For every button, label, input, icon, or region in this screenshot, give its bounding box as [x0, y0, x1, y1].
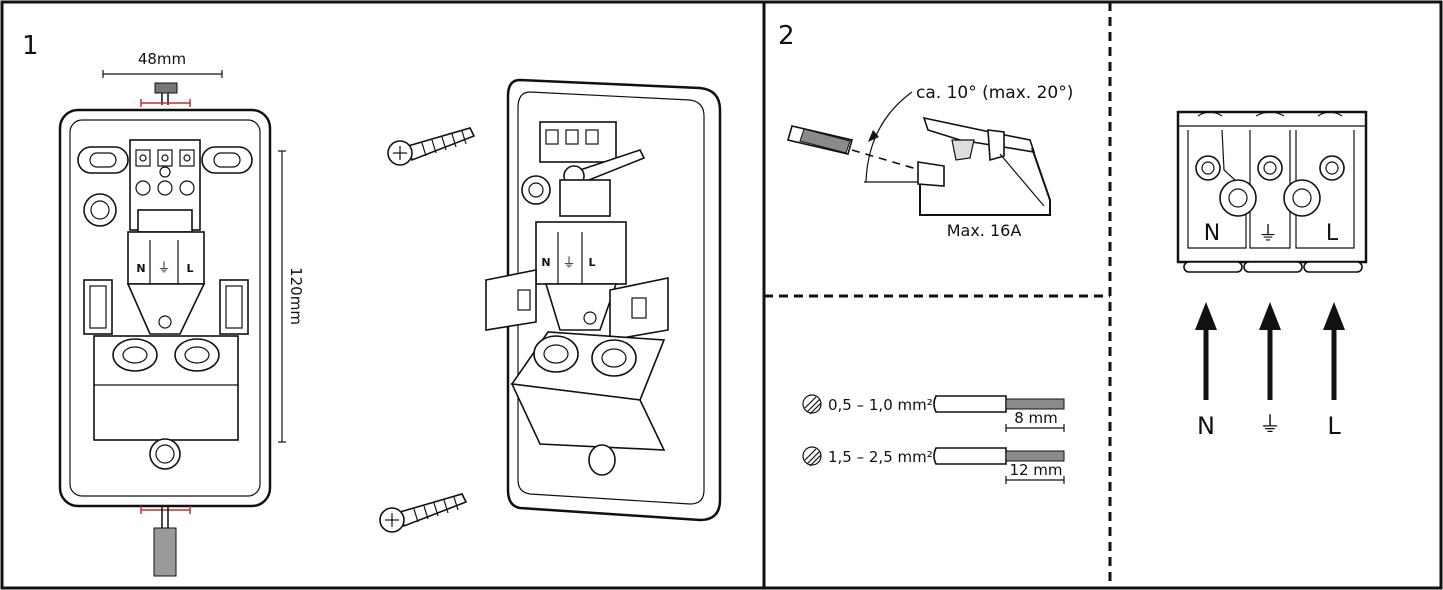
mounting-slot-left: [77, 146, 129, 174]
cross-section-large: 1,5 – 2,5 mm²: [828, 448, 933, 466]
width-dimension: 48mm: [102, 50, 223, 78]
terminal-label-l-front: L: [186, 262, 193, 275]
terminal-label-n-front: N: [136, 262, 145, 275]
arrow-label-earth: ⏚: [1259, 413, 1281, 438]
top-wall-anchor: [140, 82, 191, 107]
wire-insertion-drawing: Max. 16A: [786, 91, 1051, 240]
screw-top: [387, 127, 476, 166]
terminal-block-front: [127, 231, 205, 285]
terminal-label-earth-perspective: ⏚: [562, 256, 575, 271]
bottom-wall-anchor: [140, 505, 191, 577]
wire-spec-row-1: 0,5 – 1,0 mm² 8 mm: [802, 394, 1065, 432]
cross-section-small: 0,5 – 1,0 mm²: [828, 396, 933, 414]
max-current-label: Max. 16A: [947, 221, 1022, 240]
mounting-slot-right: [201, 146, 253, 174]
cable-gland: [83, 193, 117, 227]
arrow-label-l: L: [1327, 412, 1341, 440]
strip-length-large: 12 mm: [1009, 461, 1062, 479]
width-label: 48mm: [138, 50, 186, 68]
side-clip-right: [219, 279, 249, 335]
screw-bottom: [379, 493, 468, 533]
arrow-earth: [1259, 302, 1281, 400]
step-number-1: 1: [22, 31, 39, 61]
arrow-l: [1323, 302, 1345, 400]
terminal-block-perspective: [535, 221, 627, 285]
terminal-label-n: N: [1204, 221, 1220, 246]
socket-box-perspective-view: N ⏚ L: [485, 78, 722, 522]
wire-spec-row-2: 1,5 – 2,5 mm² 12 mm: [802, 446, 1065, 484]
side-clip-left: [83, 279, 113, 335]
arrow-label-n: N: [1197, 412, 1215, 440]
terminal-label-l-perspective: L: [588, 256, 595, 269]
terminal-label-n-perspective: N: [541, 256, 550, 269]
height-label: 120mm: [287, 267, 305, 325]
terminal-label-l: L: [1326, 221, 1339, 246]
insertion-angle-label: ca. 10° (max. 20°): [916, 83, 1073, 103]
step-number-2: 2: [778, 21, 795, 51]
terminal-label-earth-front: ⏚: [157, 261, 170, 276]
strip-length-small: 8 mm: [1014, 409, 1058, 427]
arrow-n: [1195, 302, 1217, 400]
terminal-label-earth: ⏚: [1258, 221, 1278, 245]
terminal-detail: N ⏚ L: [1176, 110, 1368, 273]
socket-box-front-view: N ⏚ L: [58, 108, 272, 508]
height-dimension: 120mm: [278, 150, 305, 443]
